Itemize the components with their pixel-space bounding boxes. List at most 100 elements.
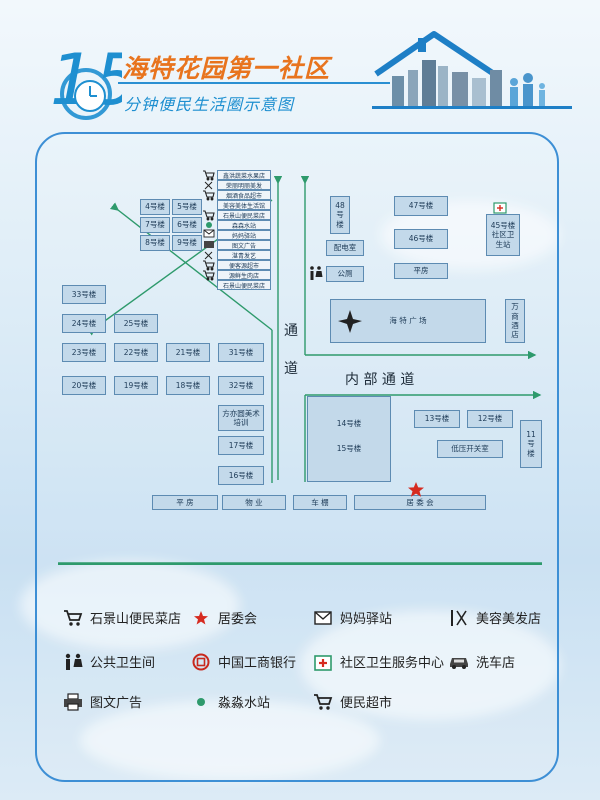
building-14-15: 14号楼 15号楼 <box>307 396 391 482</box>
printer-icon <box>62 692 84 711</box>
legend-label: 石景山便民菜店 <box>90 612 182 627</box>
building-47: 47号楼 <box>394 196 448 216</box>
legend-print-shop: 图文广告 <box>62 692 142 711</box>
shop-2: 荣丽明丽美发 <box>217 180 271 190</box>
legend-committee: 居委会 <box>190 608 257 627</box>
legend-divider <box>58 563 542 565</box>
building-16: 16号楼 <box>218 466 264 485</box>
legend-label: 淼淼水站 <box>218 696 271 711</box>
legend-parcel-station: 妈妈驿站 <box>312 608 392 627</box>
building-22: 22号楼 <box>114 343 158 362</box>
legend-car-wash: 洗车店 <box>448 652 515 671</box>
building-18: 18号楼 <box>166 376 210 395</box>
legend-label: 社区卫生服务中心 <box>340 656 445 671</box>
building-9: 9号楼 <box>172 235 202 251</box>
shop-8: 图文广告 <box>217 240 271 250</box>
building-4: 4号楼 <box>140 199 170 215</box>
property-office: 物 业 <box>222 495 286 510</box>
building-6: 6号楼 <box>172 217 202 233</box>
building-33: 33号楼 <box>62 285 106 304</box>
road-label-vertical-1: 通 <box>284 323 298 339</box>
legend-label: 中国工商银行 <box>218 656 297 671</box>
building-17: 17号楼 <box>218 436 264 455</box>
bottom-bungalow: 平 房 <box>152 495 218 510</box>
power-room: 配电室 <box>326 240 364 256</box>
water-station-dot <box>206 222 212 228</box>
building-21: 21号楼 <box>166 343 210 362</box>
shop-9: 湛青发艺 <box>217 250 271 260</box>
legend-salon: 美容美发店 <box>448 608 541 627</box>
building-15: 15号楼 <box>336 444 362 454</box>
page-title: 海特花园第一社区 <box>122 54 331 83</box>
plaza-compass-star-icon <box>338 310 362 333</box>
legend-label: 图文广告 <box>90 696 143 711</box>
printer-icon <box>204 241 214 248</box>
building-12: 12号楼 <box>467 410 513 428</box>
legend-restroom: 公共卫生间 <box>62 652 155 671</box>
public-toilet: 公厕 <box>326 266 364 282</box>
page-subtitle: 分钟便民生活圈示意图 <box>124 95 295 114</box>
building-32: 32号楼 <box>218 376 264 395</box>
health-icon <box>493 202 507 214</box>
legend-label: 便民超市 <box>340 696 393 711</box>
building-7: 7号楼 <box>140 217 170 233</box>
shop-5: 石景山便民菜店 <box>217 210 271 220</box>
road-label-vertical-2: 道 <box>284 361 298 377</box>
bungalow-right: 平房 <box>394 263 448 279</box>
legend-label: 洗车店 <box>476 656 516 671</box>
logo-15: 15 <box>50 39 122 121</box>
building-14: 14号楼 <box>336 419 362 428</box>
building-48: 48 号 楼 <box>330 196 350 234</box>
legend-bank: 中国工商银行 <box>190 652 296 671</box>
shop-11: 源鲜生肉店 <box>217 270 271 280</box>
car-icon <box>448 653 470 671</box>
building-24: 24号楼 <box>62 314 106 333</box>
city-skyline-icon <box>372 31 572 109</box>
shop-4: 美容美体生活馆 <box>217 200 271 210</box>
legend-health-center: 社区卫生服务中心 <box>312 652 444 671</box>
shop-6: 森森水站 <box>217 220 271 230</box>
legend-label: 妈妈驿站 <box>340 612 393 627</box>
building-46: 46号楼 <box>394 229 448 249</box>
building-25: 25号楼 <box>114 314 158 333</box>
bank-icon <box>190 653 212 671</box>
shop-10: 便客源超市 <box>217 260 271 270</box>
scissors-icon <box>448 609 470 627</box>
legend-label: 公共卫生间 <box>90 656 156 671</box>
building-23: 23号楼 <box>62 343 106 362</box>
shop-12: 石景山便民菜店 <box>217 280 271 290</box>
road-label-inner: 内 部 通 道 <box>345 372 415 388</box>
title-divider <box>118 82 390 84</box>
health-icon <box>312 653 334 671</box>
art-school: 方亦圆美术 培训 <box>218 405 264 431</box>
building-13: 13号楼 <box>414 410 460 428</box>
scissors-icon <box>204 181 213 260</box>
shop-1: 鑫洪蔬菜水果店 <box>217 170 271 180</box>
legend-water-station: 淼淼水站 <box>190 692 270 711</box>
restroom-icon <box>62 653 84 671</box>
building-11: 11 号 楼 <box>520 420 542 468</box>
building-31: 31号楼 <box>218 343 264 362</box>
star-icon <box>408 482 424 497</box>
dot-icon <box>190 693 212 711</box>
cart-icon <box>203 170 215 281</box>
shop-7: 妈妈驿站 <box>217 230 271 240</box>
shop-3: 烟酒食品超市 <box>217 190 271 200</box>
legend-label: 美容美发店 <box>476 612 542 627</box>
building-8: 8号楼 <box>140 235 170 251</box>
building-19: 19号楼 <box>114 376 158 395</box>
legend-supermarket: 便民超市 <box>312 692 392 711</box>
envelope-icon <box>312 609 334 627</box>
building-5: 5号楼 <box>172 199 202 215</box>
legend-grocery: 石景山便民菜店 <box>62 608 181 627</box>
restroom-icon <box>310 266 323 280</box>
star-icon <box>190 609 212 627</box>
cart-icon <box>62 609 84 627</box>
wanshang-hotel: 万 商 酒 店 <box>505 299 525 343</box>
legend-label: 居委会 <box>218 612 258 627</box>
low-voltage-room: 低压开关室 <box>437 440 503 458</box>
cart-icon <box>312 693 334 711</box>
building-45-health-station: 45号楼 社区卫 生站 <box>486 214 520 256</box>
